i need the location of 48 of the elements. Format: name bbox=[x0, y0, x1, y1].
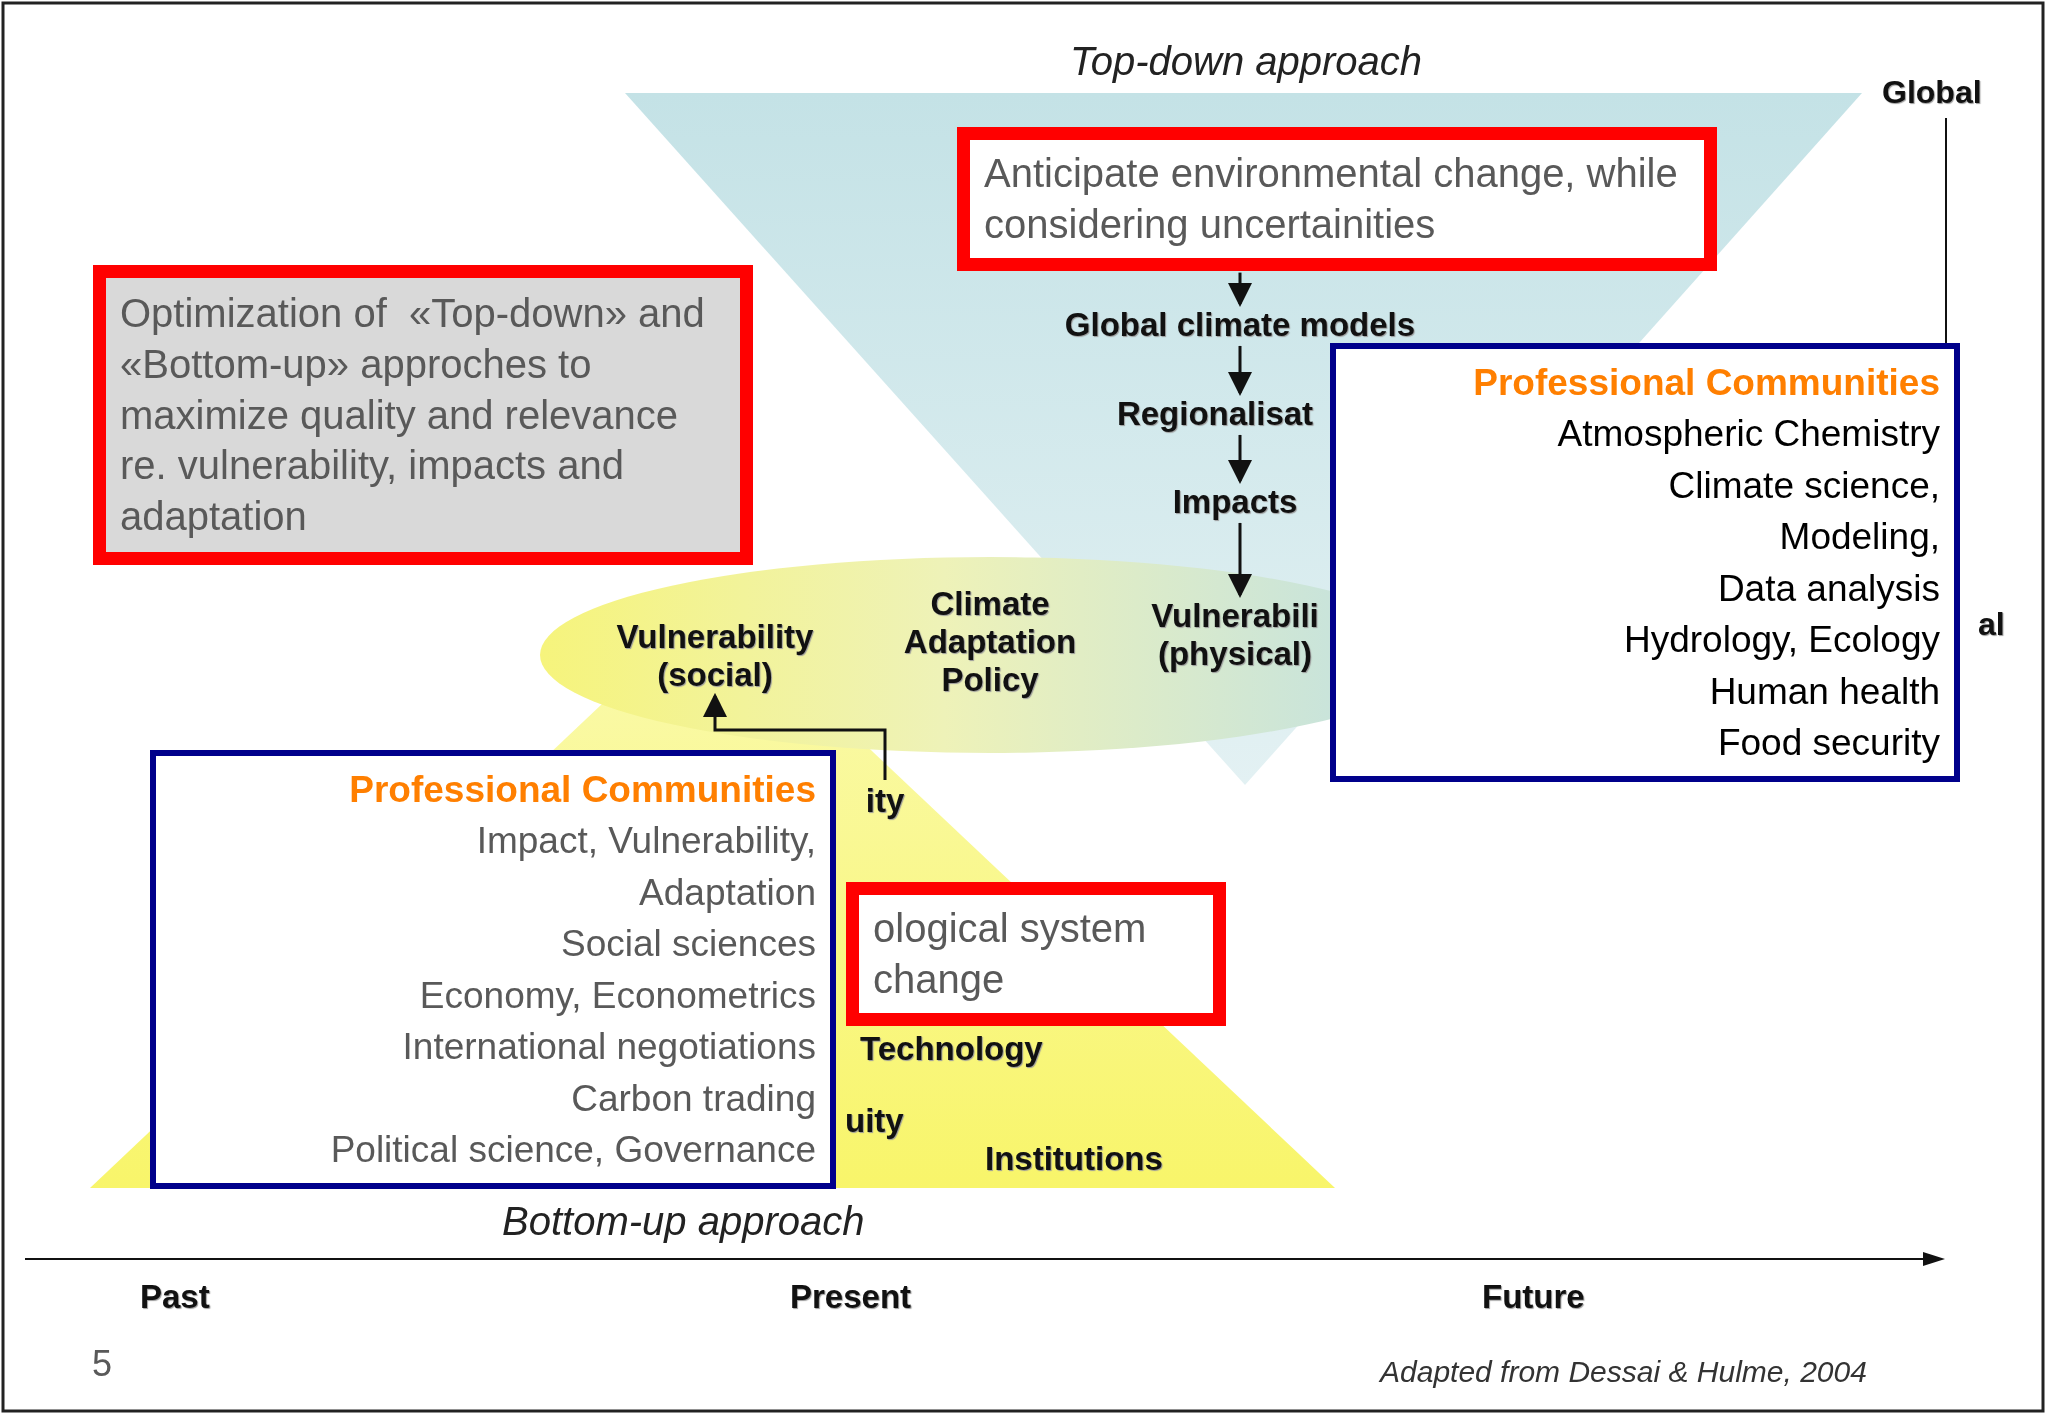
list-item: Human health bbox=[1708, 669, 1940, 714]
list-item: Modeling, bbox=[1778, 515, 1940, 560]
time-label: Present bbox=[790, 1278, 912, 1316]
list-item: Economy, Econometrics bbox=[418, 973, 816, 1018]
step-label: ity bbox=[845, 782, 925, 820]
step-label: Global climate models bbox=[1030, 306, 1450, 344]
note-box bbox=[93, 265, 753, 565]
factor-label: Institutions bbox=[985, 1140, 1163, 1178]
note-text: ological system change bbox=[873, 905, 1148, 1003]
policy-label: Climate Adaptation Policy bbox=[902, 585, 1078, 699]
source-note: Adapted from Dessai & Hulme, 2004 bbox=[1380, 1355, 1867, 1390]
community-box bbox=[1330, 343, 1960, 783]
note-box bbox=[846, 882, 1226, 1026]
step-label: Impacts bbox=[1160, 483, 1310, 521]
list-item: Social sciences bbox=[560, 922, 816, 967]
note-text: Anticipate environmental change, while considering uncertainities bbox=[984, 150, 1679, 248]
page-number: 5 bbox=[92, 1343, 113, 1385]
arrow bbox=[703, 692, 887, 780]
note-text: Optimization of «Top-down» and «Bottom-up» approches to maximize quality and relevance re. vulnerability, impacts and adaptation bbox=[120, 290, 706, 541]
arrow bbox=[1228, 522, 1252, 598]
list-item: Food security bbox=[1716, 720, 1940, 765]
list-item: Data analysis bbox=[1716, 566, 1940, 611]
box-heading: Professional Communities bbox=[1472, 361, 1940, 405]
list-item: Carbon trading bbox=[570, 1076, 816, 1121]
scale-label: Global bbox=[1882, 74, 1982, 111]
arrow bbox=[1228, 272, 1252, 307]
approach-label: Top-down approach bbox=[1070, 38, 1423, 84]
approach-label: Bottom-up approach bbox=[502, 1198, 865, 1244]
list-item: Political science, Governance bbox=[329, 1127, 816, 1172]
box-heading: Professional Communities bbox=[348, 768, 816, 812]
factor-label: uity bbox=[845, 1102, 904, 1140]
step-label: Vulnerability (social) bbox=[590, 618, 840, 694]
step-label: Vulnerabili (physical) bbox=[1120, 597, 1350, 673]
community-box bbox=[150, 750, 836, 1190]
list-item: International negotiations bbox=[401, 1025, 816, 1070]
time-label: Past bbox=[140, 1278, 210, 1316]
list-item: Climate science, bbox=[1667, 463, 1940, 508]
list-item: Impact, Vulnerability, bbox=[475, 819, 816, 864]
note-box bbox=[957, 127, 1717, 271]
arrow bbox=[1228, 434, 1252, 484]
scale-label: al bbox=[1978, 606, 2005, 643]
time-label: Future bbox=[1482, 1278, 1585, 1316]
list-item: Adaptation bbox=[638, 870, 816, 915]
factor-label: Technology bbox=[860, 1030, 1043, 1068]
list-item: Atmospheric Chemistry bbox=[1556, 412, 1940, 457]
list-item: Hydrology, Ecology bbox=[1622, 618, 1940, 663]
arrow bbox=[1228, 345, 1252, 396]
step-label: Regionalisat bbox=[1095, 395, 1335, 433]
